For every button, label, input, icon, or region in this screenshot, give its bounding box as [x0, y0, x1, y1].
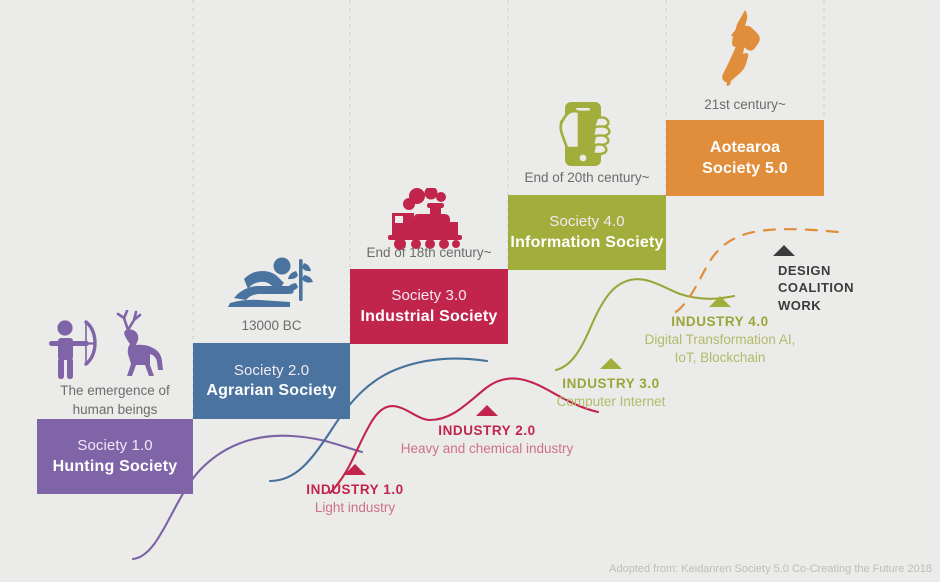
industry-4-title: INDUSTRY 4.0	[671, 314, 769, 329]
industry-4-desc-line2: IoT, Blockchain	[674, 350, 766, 366]
era-caption-society-1: The emergence of human beings	[37, 381, 193, 419]
society-block-1[interactable]: Society 1.0 Hunting Society	[37, 419, 193, 494]
era-caption-society-3-line1: End of 18th century~	[366, 245, 492, 260]
industry-1-marker-icon	[344, 464, 366, 475]
era-caption-society-1-line2: human beings	[72, 402, 158, 418]
archer-icon	[46, 318, 106, 380]
era-caption-society-2-line1: 13000 BC	[241, 318, 302, 333]
society-block-1-title: Hunting Society	[52, 457, 178, 475]
industry-2-callout: INDUSTRY 2.0 Heavy and chemical industry	[387, 422, 587, 458]
industry-1-callout: INDUSTRY 1.0 Light industry	[255, 481, 455, 517]
society-block-5-title: Society 5.0	[702, 160, 788, 177]
design-coalition-marker-icon	[773, 245, 795, 256]
industry-3-title: INDUSTRY 3.0	[562, 376, 660, 391]
industry-4-callout: INDUSTRY 4.0 Digital Transformation AI, …	[620, 313, 820, 367]
industry-4-desc-line1: Digital Transformation AI,	[644, 332, 796, 348]
industry-2-marker-icon	[476, 405, 498, 416]
design-coalition-line-3: WORK	[778, 297, 822, 313]
society-block-4-subtitle: Society 4.0	[549, 213, 625, 231]
society-block-5-subtitle: Aotearoa	[709, 138, 781, 156]
era-caption-society-5-line1: 21st century~	[704, 97, 786, 112]
farmer-planting-icon	[226, 255, 318, 317]
industry-1-desc: Light industry	[314, 500, 396, 516]
industry-2-desc: Heavy and chemical industry	[400, 441, 574, 457]
industry-4-marker-icon	[709, 296, 731, 307]
society-block-3-subtitle: Society 3.0	[391, 287, 467, 305]
source-attribution: Adopted from: Keidanren Society 5.0 Co-C…	[609, 563, 932, 575]
society-block-2-subtitle: Society 2.0	[233, 361, 310, 379]
society-block-4[interactable]: Society 4.0 Information Society	[508, 195, 666, 270]
industry-3-desc: Computer Internet	[556, 394, 666, 410]
design-coalition-line-2: COALITION	[778, 280, 854, 296]
steam-locomotive-icon	[386, 186, 474, 250]
era-caption-society-2: 13000 BC	[193, 316, 350, 335]
design-coalition-line-1: DESIGN	[778, 263, 831, 278]
era-caption-society-5: 21st century~	[666, 95, 824, 114]
era-caption-society-4: End of 20th century~	[508, 168, 666, 187]
society-block-5[interactable]: Aotearoa Society 5.0	[666, 120, 824, 196]
society-block-3-title: Industrial Society	[360, 307, 498, 325]
hand-holding-smartphone-icon	[551, 100, 615, 172]
society-block-2[interactable]: Society 2.0 Agrarian Society	[193, 343, 350, 419]
industry-3-callout: INDUSTRY 3.0 Computer Internet	[511, 375, 711, 411]
society-block-2-title: Agrarian Society	[206, 382, 337, 400]
industry-1-title: INDUSTRY 1.0	[306, 482, 404, 497]
society-block-4-title: Information Society	[510, 233, 664, 251]
era-caption-society-3: End of 18th century~	[350, 243, 508, 262]
era-caption-society-4-line1: End of 20th century~	[524, 170, 650, 185]
new-zealand-map-icon	[712, 8, 774, 96]
industry-3-marker-icon	[600, 358, 622, 369]
design-coalition-label: DESIGN COALITION WORK	[778, 262, 898, 314]
era-caption-society-1-line1: The emergence of	[60, 383, 170, 398]
society-block-1-subtitle: Society 1.0	[77, 437, 153, 455]
industry-2-title: INDUSTRY 2.0	[438, 423, 536, 438]
society-block-3[interactable]: Society 3.0 Industrial Society	[350, 269, 508, 344]
deer-icon	[112, 309, 174, 380]
